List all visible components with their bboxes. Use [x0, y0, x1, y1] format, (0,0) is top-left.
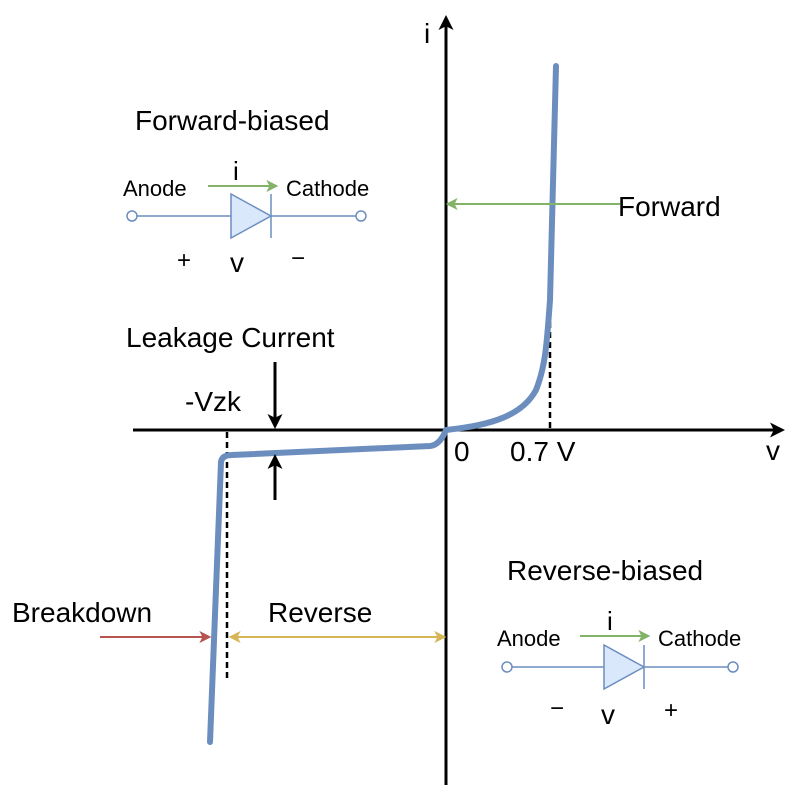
- reverse-anode-label: Anode: [497, 626, 561, 651]
- forward-cathode-sign: −: [291, 245, 305, 272]
- reverse-cathode-label: Cathode: [658, 626, 741, 651]
- forward-cathode-label: Cathode: [286, 176, 369, 201]
- x-axis-label: v: [766, 435, 780, 466]
- reverse-anode-terminal: [501, 661, 513, 673]
- reverse-current-label: i: [607, 606, 613, 636]
- vzk-label: -Vzk: [185, 386, 242, 417]
- reverse-cathode-sign: +: [664, 697, 678, 724]
- reverse-cathode-terminal: [727, 661, 739, 673]
- reverse-label: Reverse: [268, 597, 372, 628]
- reverse-biased-circuit: Reverse-biased Anode Cathode i − v +: [497, 555, 741, 730]
- forward-biased-circuit: Forward-biased Anode Cathode i + v −: [123, 105, 369, 278]
- forward-cathode-terminal: [355, 210, 367, 222]
- knee-voltage-label: 0.7 V: [510, 436, 576, 467]
- reverse-biased-title: Reverse-biased: [507, 555, 703, 586]
- origin-label: 0: [454, 436, 470, 467]
- y-axis-label: i: [424, 18, 430, 49]
- reverse-anode-sign: −: [550, 695, 564, 722]
- forward-anode-label: Anode: [123, 176, 187, 201]
- leakage-current-label: Leakage Current: [126, 322, 335, 353]
- forward-anode-terminal: [126, 210, 138, 222]
- forward-voltage-label: v: [230, 247, 244, 278]
- forward-diode-icon: [230, 192, 273, 240]
- iv-curve: [207, 63, 559, 745]
- forward-anode-sign: +: [177, 247, 191, 274]
- reverse-voltage-label: v: [601, 699, 615, 730]
- forward-label: Forward: [618, 191, 721, 222]
- forward-current-label: i: [233, 156, 239, 186]
- reverse-diode-icon: [603, 643, 646, 691]
- forward-biased-title: Forward-biased: [135, 105, 330, 136]
- breakdown-label: Breakdown: [12, 597, 152, 628]
